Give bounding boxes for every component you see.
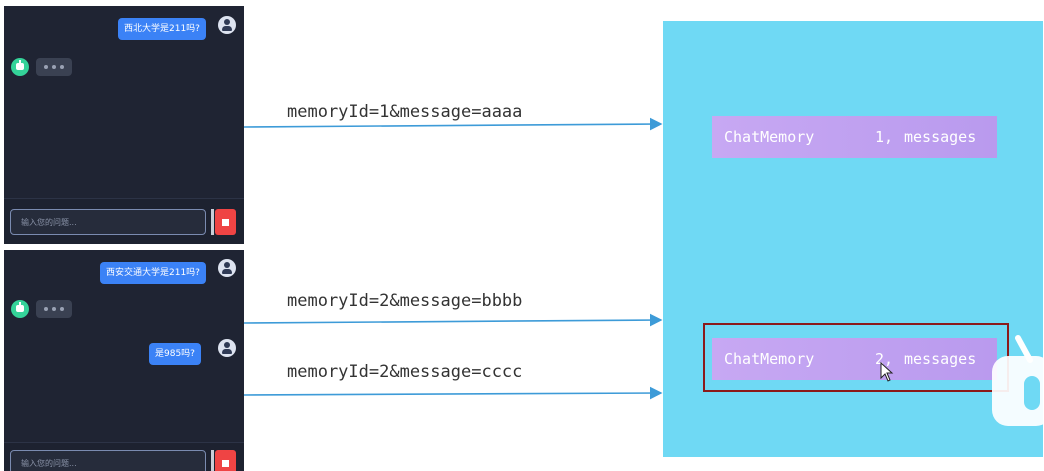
- input-scroll-handle: [211, 209, 214, 235]
- memory-suffix: messages: [904, 128, 977, 146]
- user-avatar-icon: [218, 339, 236, 357]
- memory-id: 2,: [875, 350, 894, 368]
- memory-id: 1,: [875, 128, 894, 146]
- user-avatar-icon: [218, 16, 236, 34]
- request-label-3: memoryId=2&message=cccc: [287, 362, 523, 382]
- mascot-icon: [992, 335, 1044, 426]
- arrow-request-3: [243, 386, 663, 400]
- server-panel: ChatMemory 1, messages ChatMemory 2, mes…: [663, 21, 1043, 457]
- chat-input[interactable]: 输入您的问题...: [10, 209, 206, 235]
- input-area: 输入您的问题...: [4, 442, 244, 471]
- input-area: 输入您的问题...: [4, 198, 244, 244]
- cursor-icon: [880, 362, 894, 382]
- arrow-request-2: [243, 313, 663, 327]
- stop-button[interactable]: [215, 209, 236, 235]
- chat-memory-box-2: ChatMemory 2, messages: [712, 338, 997, 380]
- memory-suffix: messages: [904, 350, 977, 368]
- typing-dots-icon: [36, 300, 72, 318]
- request-label-1: memoryId=1&message=aaaa: [287, 102, 523, 122]
- arrow-request-1: [243, 117, 663, 131]
- chat-panel-2: 西安交通大学是211吗? 是985吗? 输入您的问题...: [4, 250, 244, 471]
- chat-input[interactable]: 输入您的问题...: [10, 450, 206, 471]
- user-message-bubble: 西北大学是211吗?: [118, 18, 206, 40]
- bot-avatar-icon: [11, 300, 29, 318]
- chat-memory-box-1: ChatMemory 1, messages: [712, 116, 997, 158]
- typing-dots-icon: [36, 58, 72, 76]
- input-scroll-handle: [211, 450, 214, 471]
- user-message-bubble: 西安交通大学是211吗?: [100, 262, 206, 284]
- user-message-bubble: 是985吗?: [149, 343, 201, 365]
- bot-avatar-icon: [11, 58, 29, 76]
- request-label-2: memoryId=2&message=bbbb: [287, 291, 523, 311]
- stop-button[interactable]: [215, 450, 236, 471]
- chat-panel-1: 西北大学是211吗? 输入您的问题...: [4, 6, 244, 244]
- memory-name: ChatMemory: [724, 128, 815, 146]
- user-avatar-icon: [218, 259, 236, 277]
- memory-name: ChatMemory: [724, 350, 815, 368]
